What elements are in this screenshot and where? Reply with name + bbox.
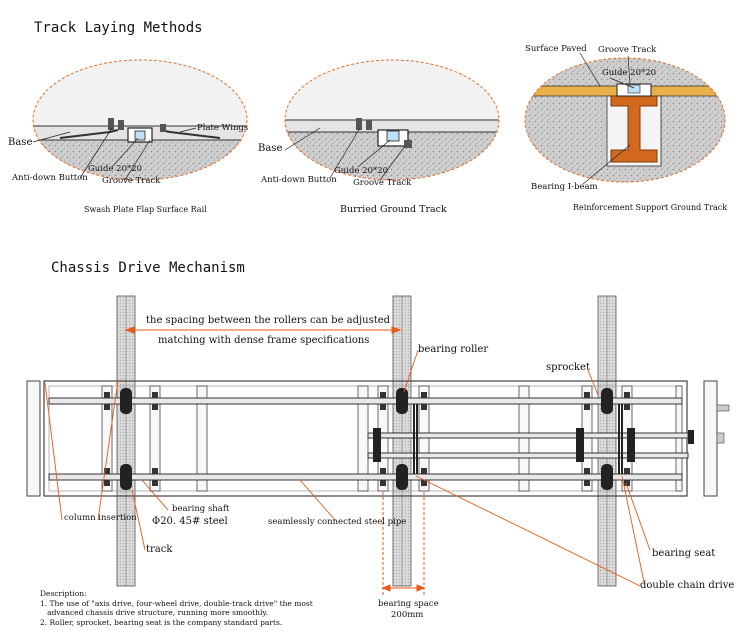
label-base-2: Base — [258, 143, 282, 154]
panel-buried-track: Base Guide 20*20 Anti-down Button Groove… — [258, 59, 500, 215]
label-guide-3: Guide 20*20 — [602, 68, 656, 78]
caption-panel-1: Swash Plate Flap Surface Rail — [84, 205, 207, 214]
label-bearing-ibeam: Bearing I-beam — [531, 182, 598, 192]
label-bearing-shaft: bearing shaft — [172, 504, 230, 514]
label-steel-pipe: seamlessly connected steel pipe — [268, 517, 406, 527]
description-line-2: advanced chassis drive structure, runnin… — [40, 608, 268, 617]
label-bearing-seat: bearing seat — [652, 548, 715, 559]
label-bearing-space-value: 200mm — [391, 610, 423, 620]
description-heading: Description: — [40, 589, 87, 598]
label-plate-wings: Plate Wings — [197, 123, 248, 133]
chassis-section-title: Chassis Drive Mechanism — [51, 260, 245, 276]
label-double-chain: double chain drive — [640, 580, 734, 591]
label-base-1: Base — [8, 137, 32, 148]
panel-reinforcement: Surface Paved Groove Track Guide 20*20 B… — [524, 44, 727, 212]
label-groove-1: Groove Track — [102, 176, 161, 186]
description-block: Description: 1. The use of "axis drive, … — [40, 589, 313, 627]
label-spacing-line2: matching with dense frame specifications — [158, 335, 369, 346]
column-mid — [392, 295, 412, 587]
label-sprocket: sprocket — [546, 362, 590, 373]
label-track: track — [146, 544, 173, 555]
label-bearing-space: bearing space — [378, 599, 439, 609]
label-anti-down-1: Anti-down Button — [11, 173, 88, 183]
label-shaft-spec: Φ20. 45# steel — [152, 516, 228, 527]
label-guide-1: Guide 20*20 — [88, 164, 142, 174]
label-anti-down-2: Anti-down Button — [260, 175, 337, 185]
column-right — [597, 295, 617, 587]
label-guide-2: Guide 20*20 — [334, 166, 388, 176]
column-left — [116, 295, 136, 587]
label-surface-paved: Surface Paved — [525, 44, 587, 54]
chassis-drawing: the spacing between the rollers can be a… — [26, 295, 734, 620]
track-section-title: Track Laying Methods — [34, 20, 203, 36]
label-column-insertion: column insertion — [64, 513, 137, 523]
panel-swash-plate: Base Plate Wings Guide 20*20 Anti-down B… — [8, 59, 248, 214]
description-line-1: 1. The use of "axis drive, four-wheel dr… — [40, 599, 313, 608]
label-spacing-line1: the spacing between the rollers can be a… — [146, 315, 391, 326]
label-bearing-roller: bearing roller — [418, 344, 488, 355]
label-groove-3: Groove Track — [598, 45, 657, 55]
caption-panel-3: Reinforcement Support Ground Track — [573, 203, 727, 212]
description-line-3: 2. Roller, sprocket, bearing seat is the… — [40, 618, 282, 627]
caption-panel-2: Burried Ground Track — [340, 204, 447, 215]
label-groove-2: Groove Track — [353, 178, 412, 188]
